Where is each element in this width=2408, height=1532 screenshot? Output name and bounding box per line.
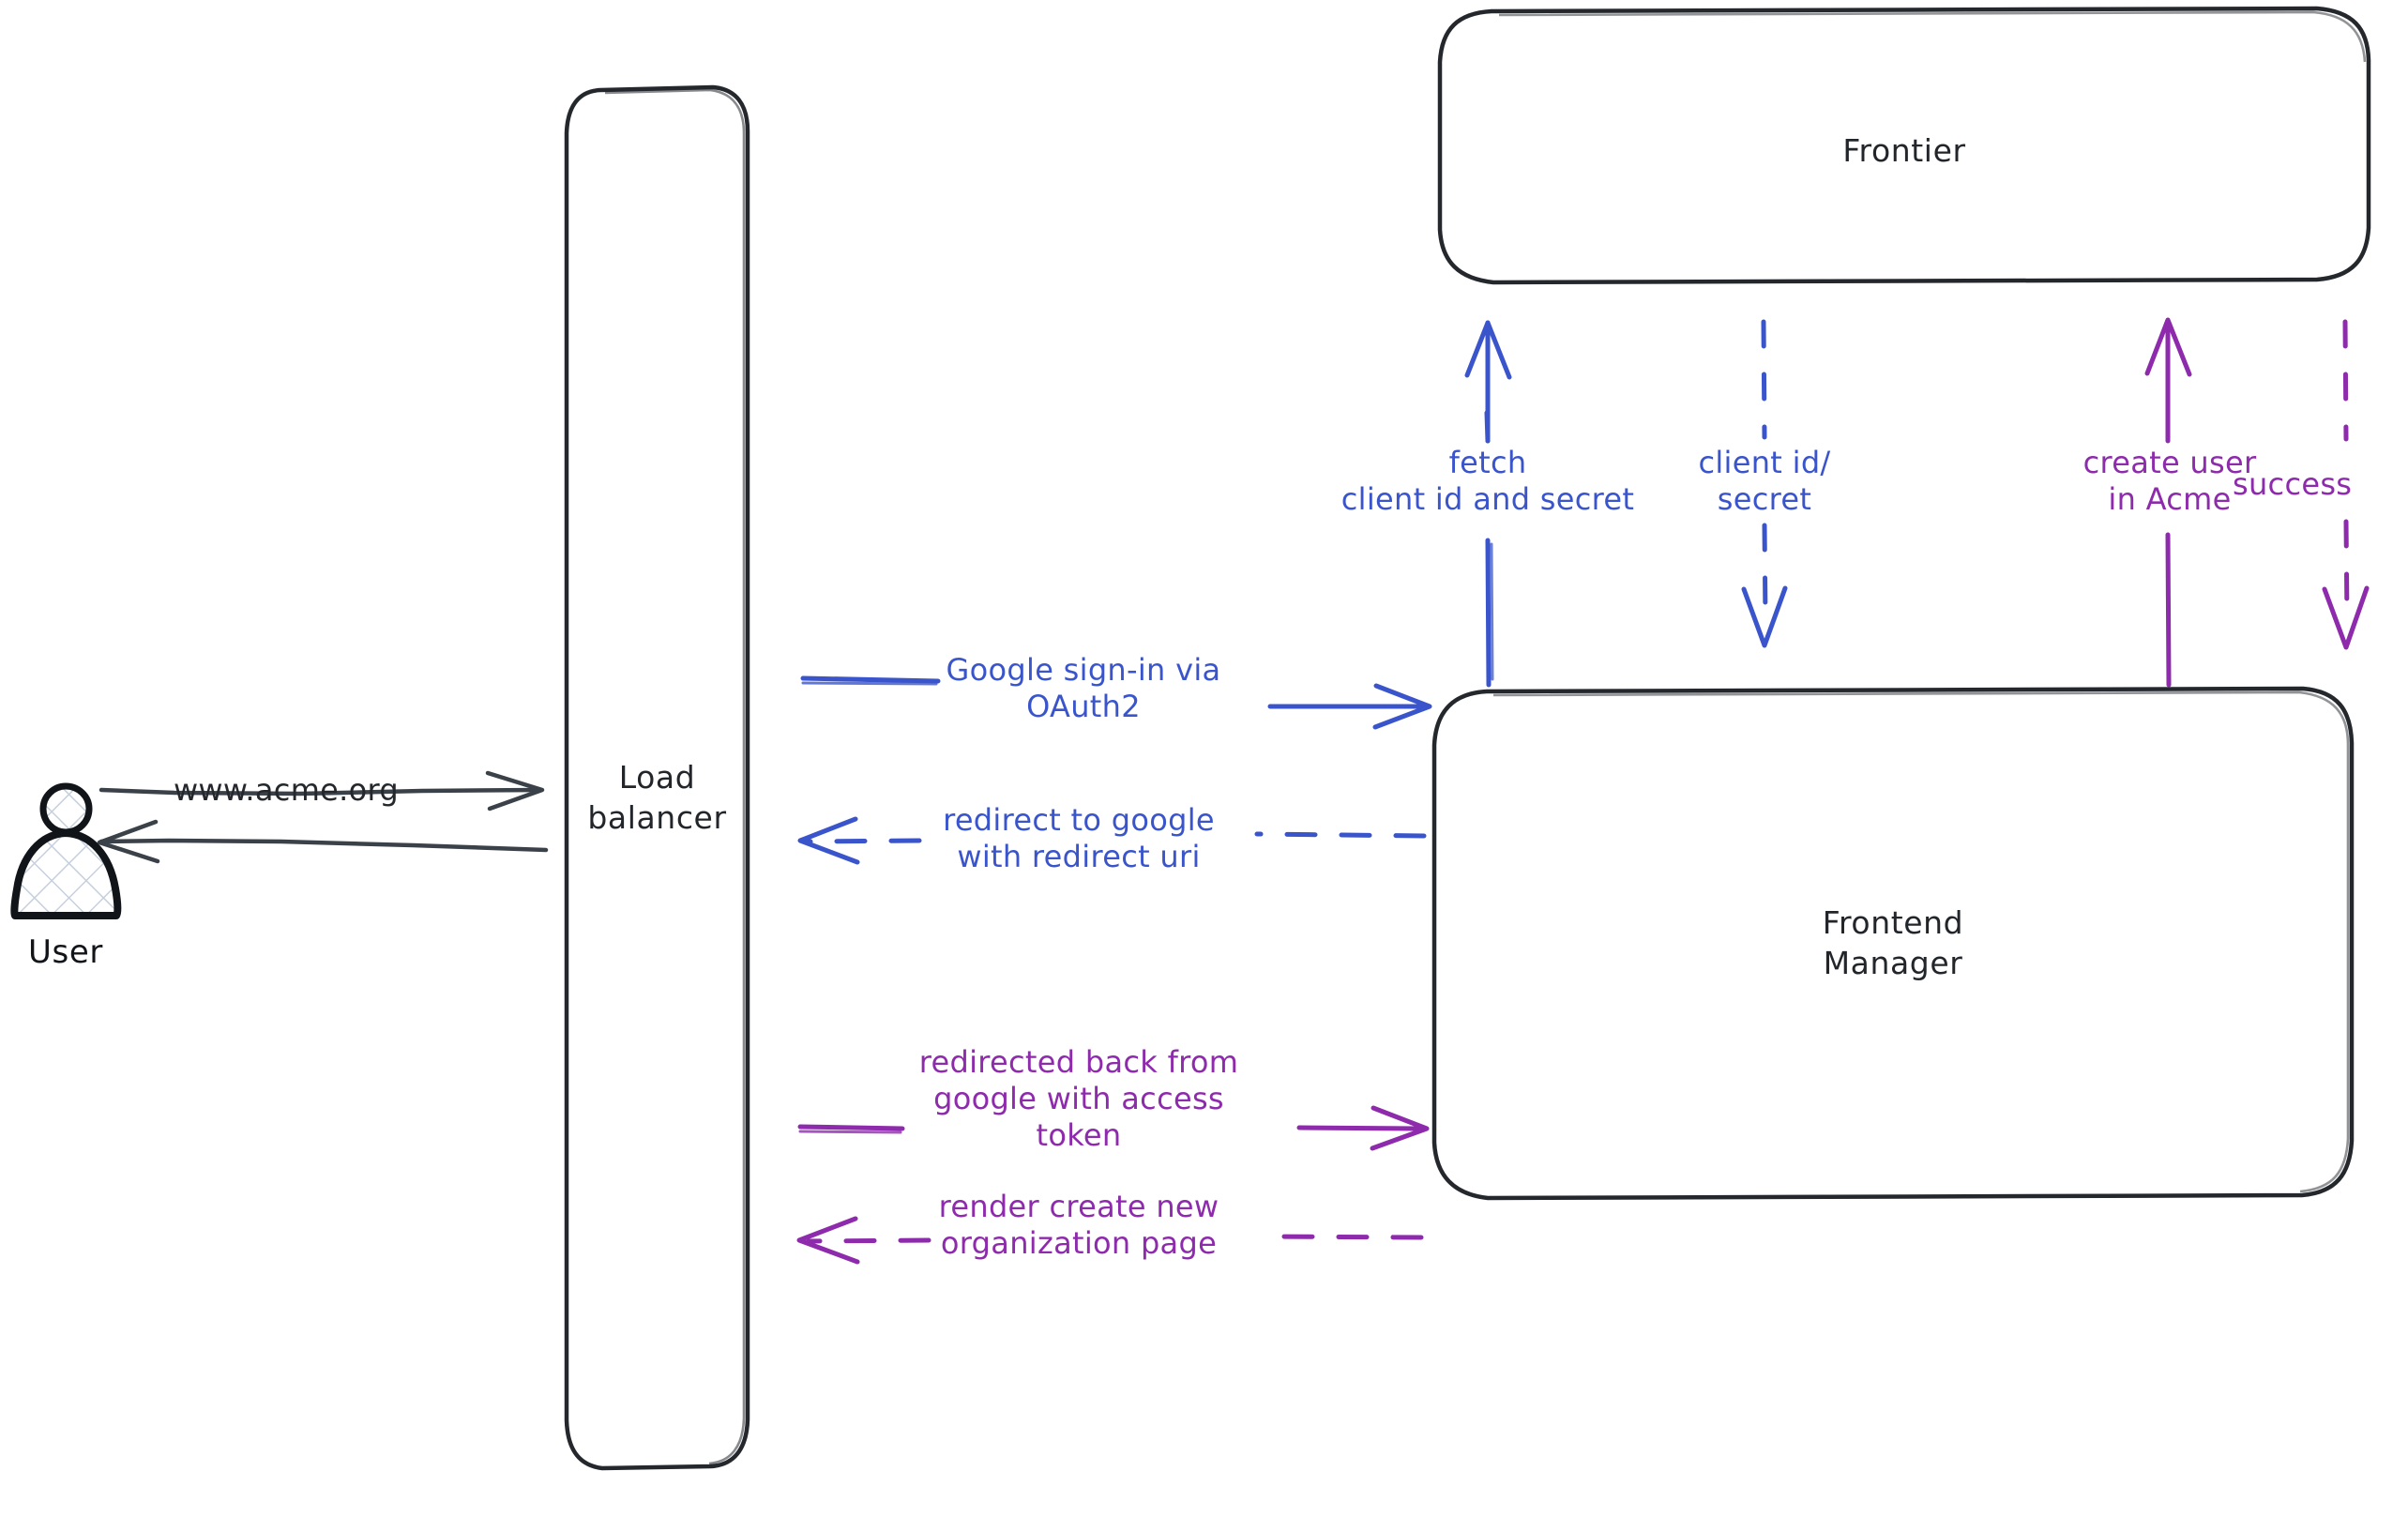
edge-redirect-to-google	[797, 816, 1427, 865]
edge-success	[2322, 319, 2370, 650]
node-frontend-manager-shape	[1431, 686, 2355, 1201]
node-frontier-shape	[1437, 6, 2371, 285]
edge-fetch-client-id-secret	[1464, 320, 1512, 688]
edge-user-to-lb	[98, 770, 545, 812]
edge-client-id-secret	[1741, 319, 1788, 648]
edge-lb-to-user	[97, 819, 549, 864]
edge-redirected-back-token	[797, 1105, 1430, 1151]
node-load-balancer[interactable]	[567, 87, 748, 1468]
edge-render-create-org	[796, 1216, 1424, 1265]
edge-google-signin	[800, 675, 1432, 730]
edge-create-user-in-acme	[2144, 317, 2192, 688]
node-frontend-manager[interactable]	[1434, 689, 2352, 1198]
node-frontier[interactable]	[1440, 8, 2369, 282]
person-icon	[10, 782, 122, 919]
actor-user[interactable]	[9, 781, 124, 921]
node-load-balancer-shape	[564, 84, 750, 1471]
